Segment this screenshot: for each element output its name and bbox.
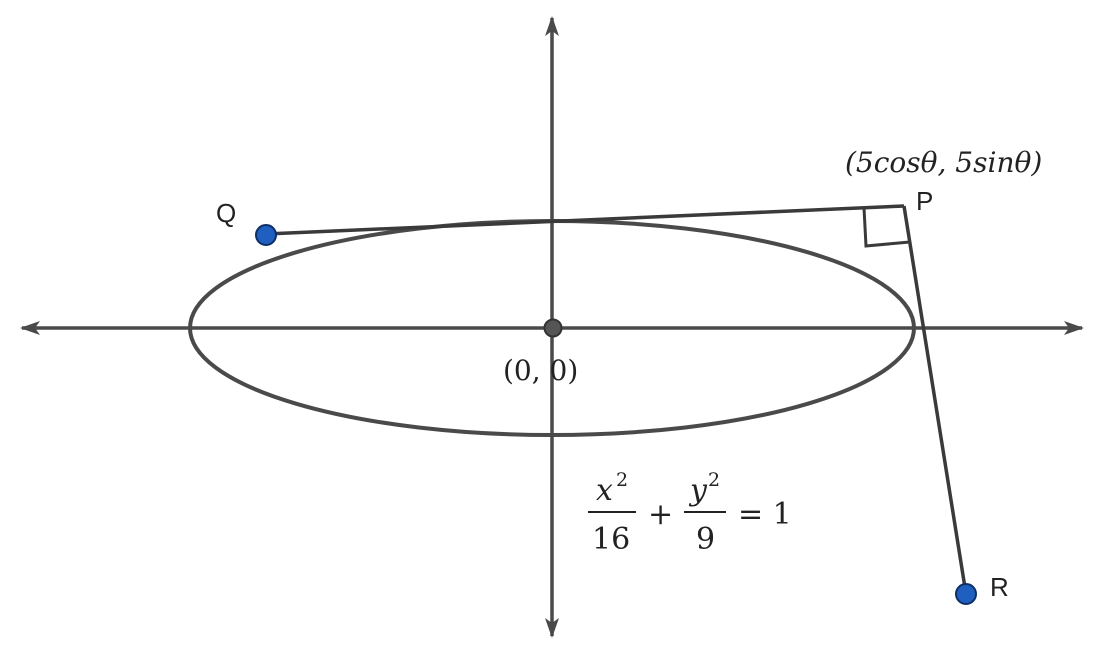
point-q[interactable] [255,224,277,246]
eq-rhs: = 1 [738,497,792,532]
eq-y-exp: 2 [708,469,720,491]
label-q: Q [216,198,236,228]
eq-x-exp: 2 [616,469,628,491]
label-p: P [916,186,933,216]
eq-x-num: x [596,473,613,508]
origin-point [543,318,563,338]
label-r: R [990,572,1009,602]
right-angle-marker [862,207,911,248]
eq-y-num: y [688,473,708,508]
eq-x-den: 16 [592,522,630,557]
tangent-line-pr [902,205,968,595]
ellipse-equation: x 2 16 + y 2 9 = 1 [588,469,792,557]
tangent-line-pq [265,204,905,236]
p-coordinate-label: (5cosθ, 5sinθ) [845,146,1042,179]
eq-y-den: 9 [696,522,715,557]
eq-plus: + [648,497,673,532]
point-r[interactable] [955,583,977,605]
origin-label: (0, 0) [503,354,578,387]
